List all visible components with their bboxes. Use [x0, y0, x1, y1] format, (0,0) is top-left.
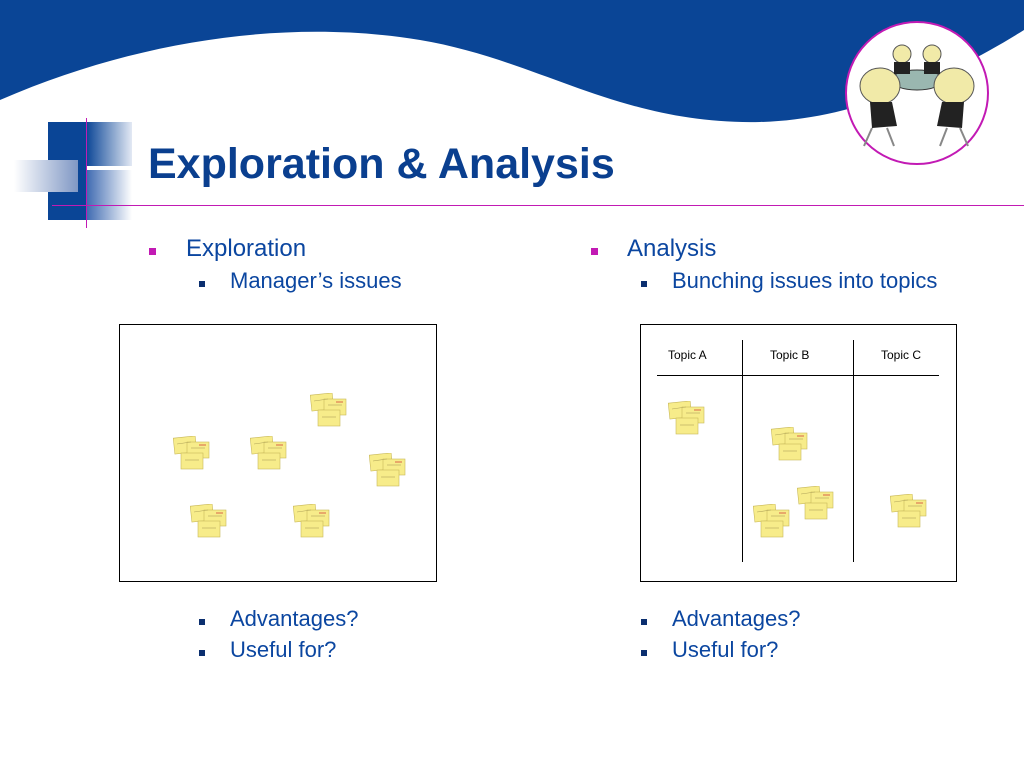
analysis-subitem: Bunching issues into topics [672, 268, 937, 294]
lightbulb-meeting-clipart-icon [842, 18, 992, 168]
exploration-subitem: Manager’s issues [230, 268, 402, 294]
right-question-advantages: Advantages? [672, 606, 800, 632]
sub-bullet-marker [199, 650, 205, 656]
exploration-heading: Exploration [186, 235, 306, 263]
bullet-marker [591, 248, 598, 255]
analysis-heading: Analysis [627, 235, 716, 263]
decorative-block-fade-2 [86, 170, 132, 220]
sticky-note-icon [890, 494, 930, 530]
topic-header-rule [657, 375, 939, 376]
sticky-note-icon [293, 504, 333, 540]
sticky-note-icon [797, 486, 837, 522]
left-question-useful: Useful for? [230, 637, 336, 663]
sticky-note-icon [250, 436, 290, 472]
sub-bullet-marker [199, 281, 205, 287]
sticky-note-icon [771, 427, 811, 463]
decorative-block-fade [86, 122, 132, 166]
sticky-note-icon [668, 401, 708, 437]
title-vertical-rule [86, 118, 87, 228]
slide-title: Exploration & Analysis [148, 140, 615, 189]
sticky-note-icon [173, 436, 213, 472]
left-question-advantages: Advantages? [230, 606, 358, 632]
title-underline [52, 205, 1024, 206]
sticky-note-icon [310, 393, 350, 429]
sub-bullet-marker [199, 619, 205, 625]
sub-bullet-marker [641, 281, 647, 287]
sticky-note-icon [190, 504, 230, 540]
right-question-useful: Useful for? [672, 637, 778, 663]
decorative-block-light [14, 160, 78, 192]
bullet-marker [149, 248, 156, 255]
topic-divider-2 [853, 340, 854, 562]
topic-c-label: Topic C [881, 348, 921, 362]
topic-divider-1 [742, 340, 743, 562]
sub-bullet-marker [641, 650, 647, 656]
topic-b-label: Topic B [770, 348, 809, 362]
sub-bullet-marker [641, 619, 647, 625]
sticky-note-icon [753, 504, 793, 540]
topic-a-label: Topic A [668, 348, 707, 362]
sticky-note-icon [369, 453, 409, 489]
